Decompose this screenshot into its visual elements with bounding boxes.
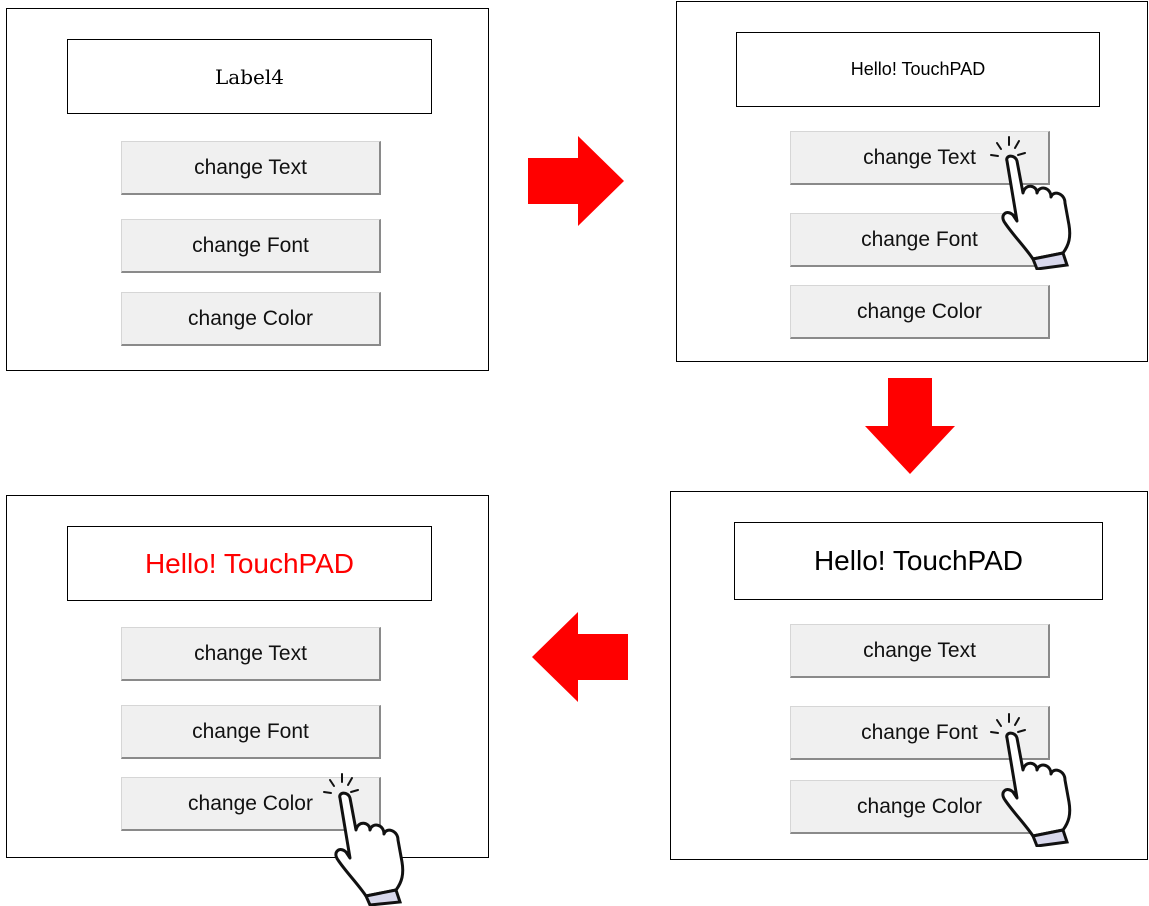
- label-display: Hello! TouchPAD: [736, 32, 1100, 107]
- change-color-button[interactable]: change Color: [121, 777, 381, 831]
- arrow-left-icon: [532, 612, 628, 702]
- change-color-button[interactable]: change Color: [790, 285, 1050, 339]
- panel-step-4: Hello! TouchPAD change Text change Font …: [6, 495, 489, 858]
- label-display: Label4: [67, 39, 432, 114]
- change-font-button[interactable]: change Font: [121, 705, 381, 759]
- change-text-button[interactable]: change Text: [790, 624, 1050, 678]
- label-display: Hello! TouchPAD: [67, 526, 432, 601]
- change-text-button[interactable]: change Text: [121, 627, 381, 681]
- panel-step-3: Hello! TouchPAD change Text change Font …: [670, 491, 1148, 860]
- label-display: Hello! TouchPAD: [734, 522, 1103, 600]
- arrow-right-icon: [528, 136, 624, 226]
- change-color-button[interactable]: change Color: [121, 292, 381, 346]
- change-font-button[interactable]: change Font: [121, 219, 381, 273]
- tapping-hand-icon: [323, 773, 405, 906]
- arrow-down-icon: [865, 378, 955, 474]
- panel-step-2: Hello! TouchPAD change Text change Font …: [676, 1, 1148, 362]
- change-text-button[interactable]: change Text: [121, 141, 381, 195]
- panel-step-1: Label4 change Text change Font change Co…: [6, 8, 489, 371]
- change-font-button[interactable]: change Font: [790, 213, 1050, 267]
- change-font-button[interactable]: change Font: [790, 706, 1050, 760]
- tapping-hand-icon: [990, 136, 1072, 270]
- tapping-hand-icon: [990, 713, 1072, 847]
